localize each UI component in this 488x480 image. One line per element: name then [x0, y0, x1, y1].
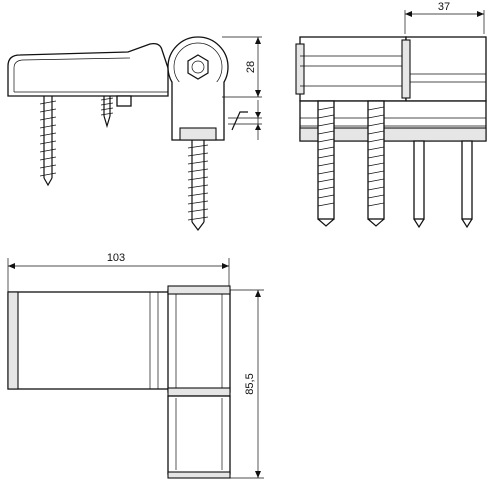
front-view-leaf: [7, 42, 169, 97]
side-pin-right: [461, 140, 473, 229]
front-view: 28: [7, 36, 262, 231]
top-view: 103 85,5: [7, 252, 264, 479]
front-screw-left: [39, 96, 57, 187]
front-screw-small: [100, 96, 114, 129]
dimension-width-top: 103: [7, 252, 230, 292]
side-pin-left: [413, 140, 425, 229]
side-view-knuckle: [405, 36, 487, 102]
side-view: 37: [295, 1, 487, 229]
side-screw-right: [367, 100, 385, 227]
top-view-barrel-upper: [167, 289, 231, 393]
dimension-label-85-5: 85,5: [244, 373, 256, 394]
offset-detail-symbol: [228, 100, 262, 140]
side-screw-left: [317, 100, 335, 227]
top-view-barrel-lower: [167, 395, 231, 475]
dimension-label-28: 28: [245, 61, 257, 73]
hex-socket-icon: [187, 54, 209, 80]
side-view-leaf: [299, 36, 407, 102]
dimension-label-103: 103: [107, 252, 125, 264]
front-screw-knuckle: [187, 140, 209, 231]
dimension-height-front: 28: [222, 36, 262, 98]
dimension-label-37: 37: [438, 1, 450, 13]
dimension-height-top: 85,5: [230, 289, 264, 479]
dimension-width-side: 37: [404, 1, 485, 34]
top-view-leaf: [7, 291, 171, 390]
